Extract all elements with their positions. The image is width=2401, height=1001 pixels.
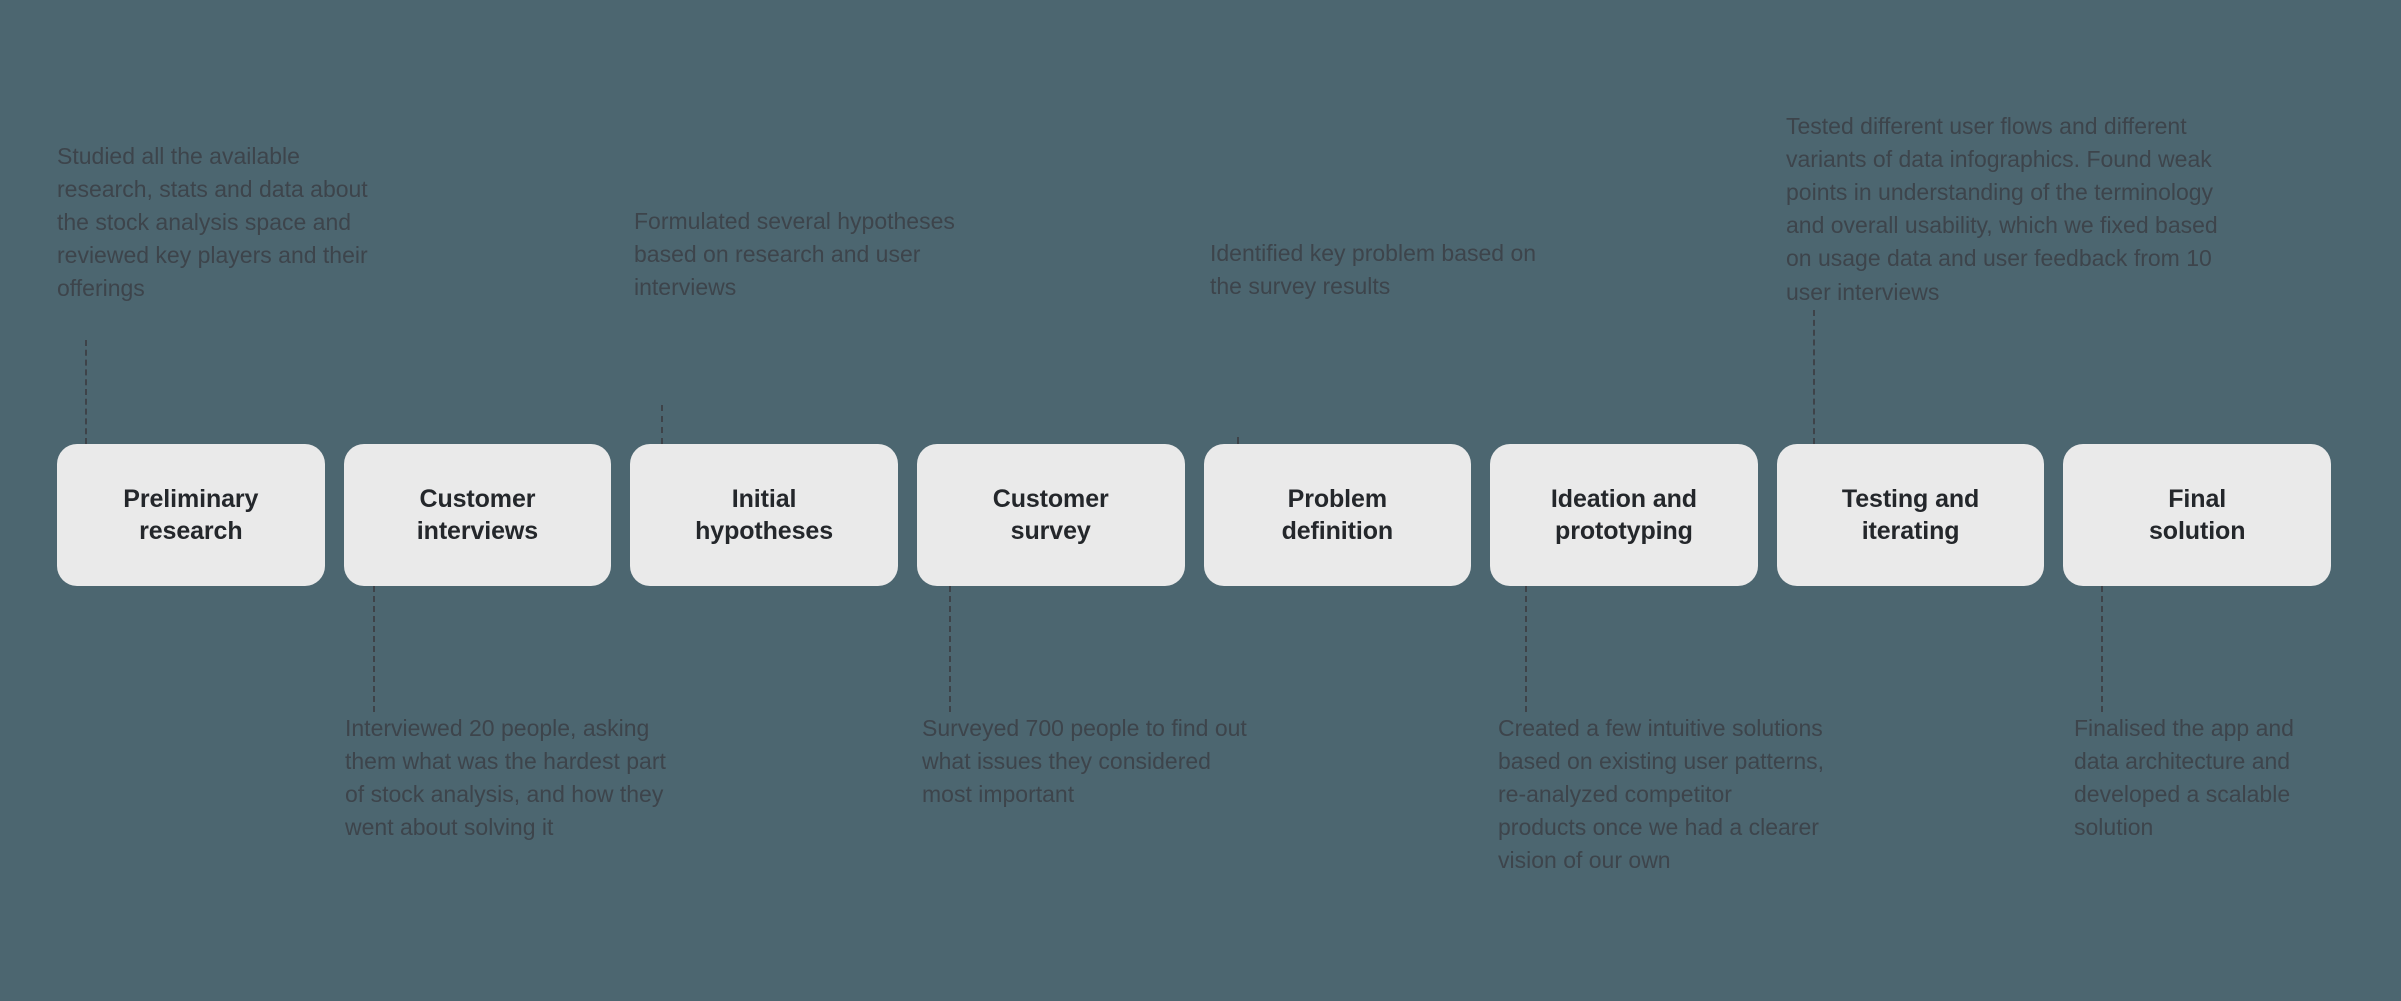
step-card-label: Preliminary research <box>123 484 259 546</box>
step-card-8[interactable]: Final solution <box>2063 444 2331 586</box>
step-note-2: Interviewed 20 people, asking them what … <box>345 715 666 841</box>
connector-line-4 <box>949 586 951 712</box>
connector-line-3 <box>661 405 663 444</box>
step-card-label: Testing and iterating <box>1841 484 1980 546</box>
connector-line-7 <box>1813 310 1815 444</box>
step-note-6: Created a few intuitive solutions based … <box>1498 715 1825 874</box>
step-card-5[interactable]: Problem definition <box>1203 444 1472 586</box>
step-card-4[interactable]: Customer survey <box>916 444 1185 586</box>
step-note-5: Identified key problem based on the surv… <box>1210 240 1537 300</box>
step-card-label: Final solution <box>2148 484 2246 546</box>
step-note-8: Finalised the app and data architecture … <box>2074 715 2294 841</box>
step-note-7: Tested different user flows and differen… <box>1786 113 2218 305</box>
step-card-3[interactable]: Initial hypotheses <box>630 444 898 586</box>
step-card-2[interactable]: Customer interviews <box>343 444 612 586</box>
step-note-4: Surveyed 700 people to find out what iss… <box>922 715 1247 808</box>
connector-line-2 <box>373 586 375 712</box>
step-card-row: Preliminary research Customer interviews I… <box>57 444 2331 586</box>
connector-line-8 <box>2101 586 2103 712</box>
step-card-label: Customer survey <box>992 484 1109 546</box>
step-note-3: Formulated several hypotheses based on r… <box>634 208 955 301</box>
step-card-label: Initial hypotheses <box>695 484 834 546</box>
step-card-6[interactable]: Ideation and prototyping <box>1490 444 1758 586</box>
step-card-label: Ideation and prototyping <box>1550 484 1697 546</box>
step-card-7[interactable]: Testing and iterating <box>1776 444 2045 586</box>
step-card-label: Problem definition <box>1281 484 1394 546</box>
connector-line-1 <box>85 340 87 444</box>
step-card-label: Customer interviews <box>416 484 539 546</box>
step-card-1[interactable]: Preliminary research <box>57 444 325 586</box>
connector-line-6 <box>1525 586 1527 712</box>
connector-line-5 <box>1237 437 1239 444</box>
step-note-1: Studied all the available research, stat… <box>57 143 368 302</box>
